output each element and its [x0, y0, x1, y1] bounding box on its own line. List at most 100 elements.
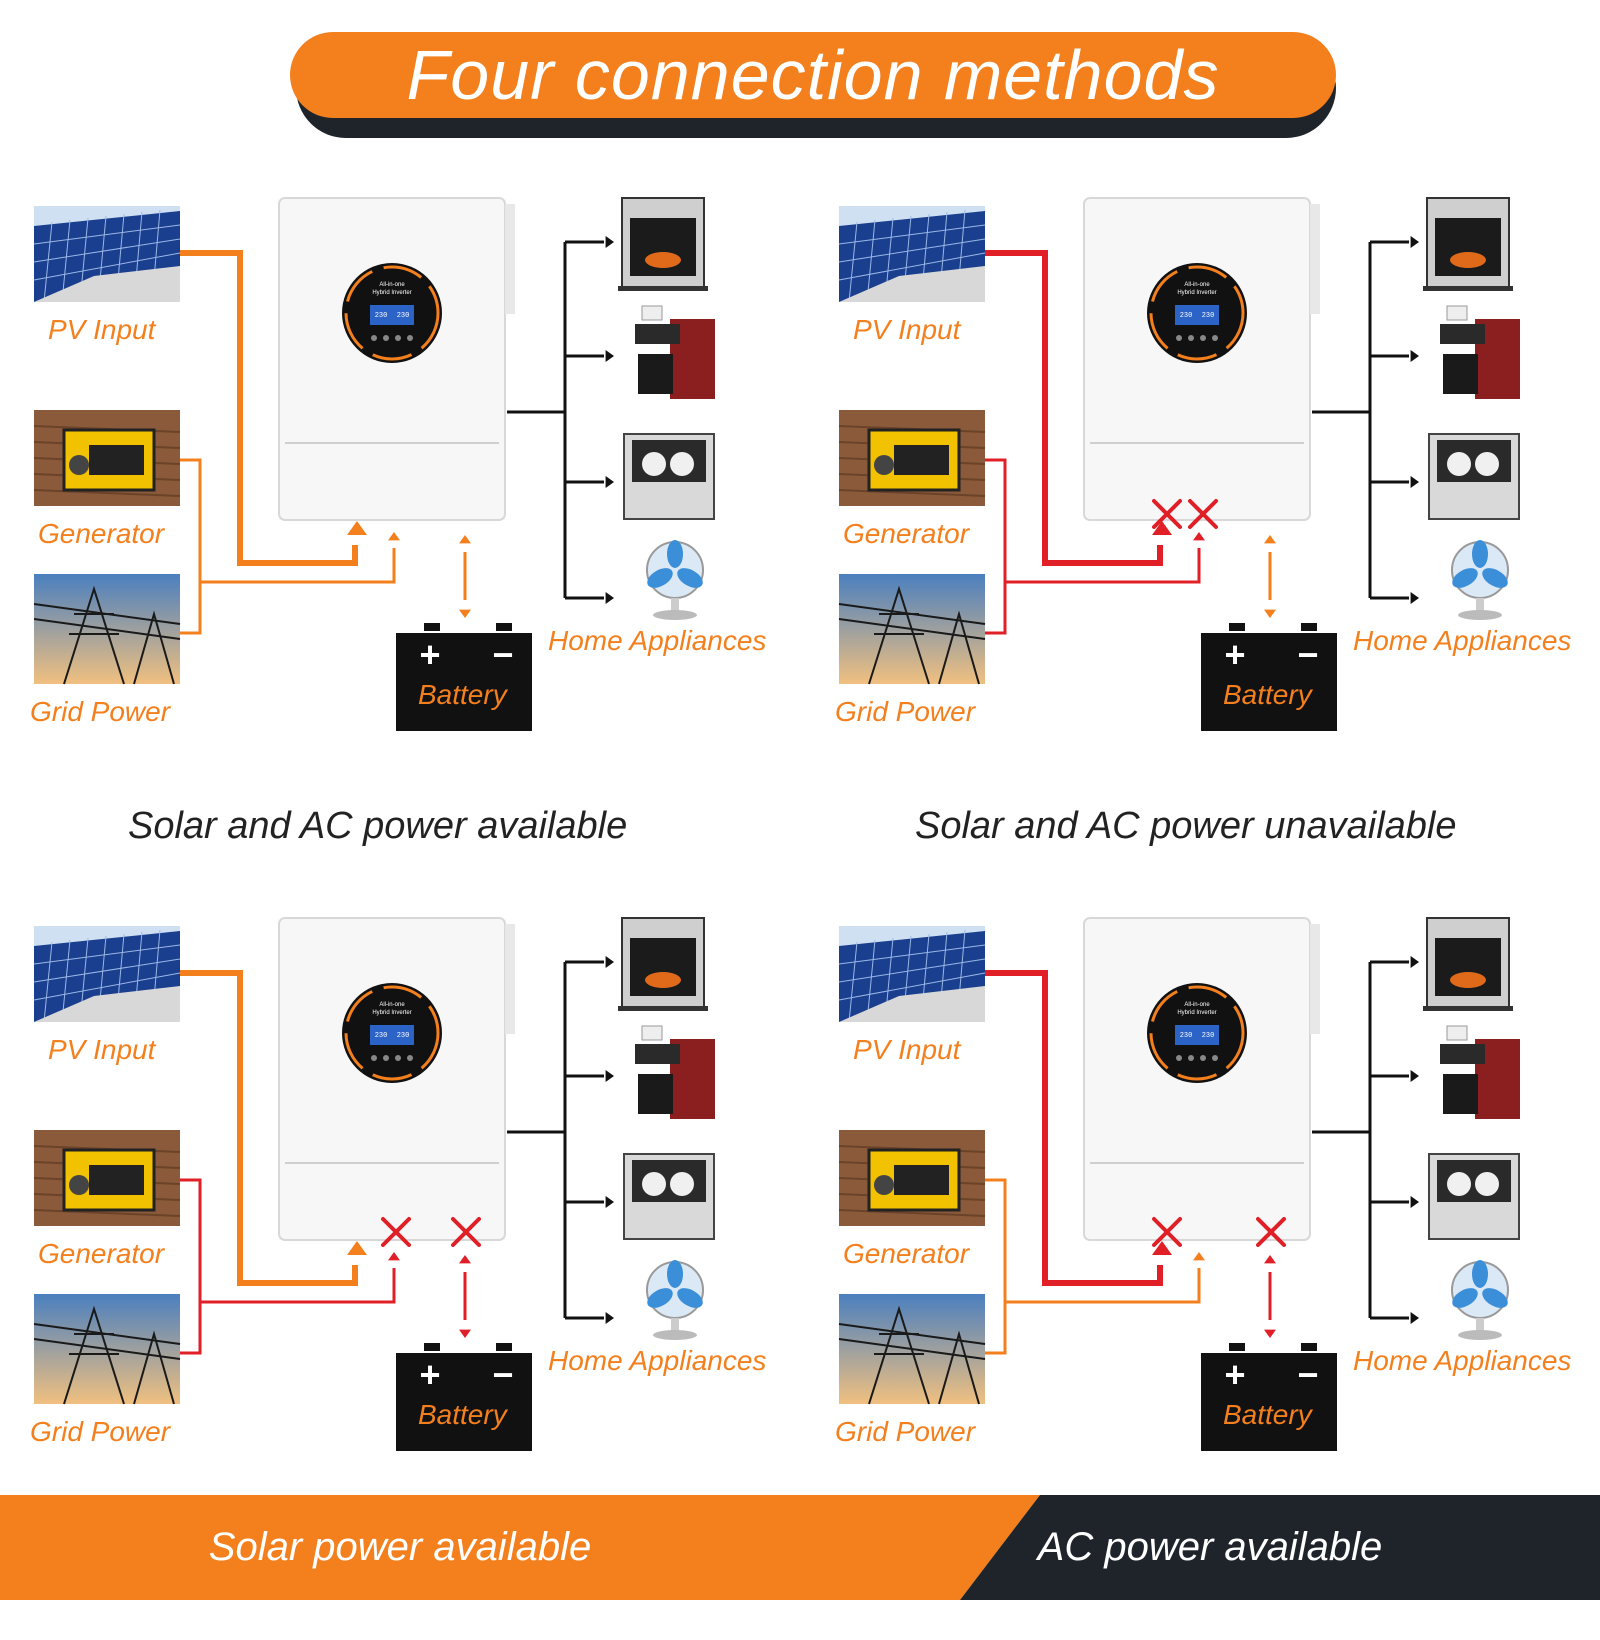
power-line [33, 1323, 181, 1345]
pv-wire [985, 970, 1163, 1286]
hybrid-inverter [278, 917, 515, 1241]
footer-orange [0, 1495, 1040, 1600]
battery-arrow-up [1264, 1255, 1276, 1264]
ac-bus-wire [985, 458, 1007, 635]
tower-left [868, 1305, 930, 1405]
pv-input-label: PV Input [48, 1034, 156, 1065]
tower-left [63, 585, 125, 685]
power-tower-icon [33, 1305, 181, 1405]
generator-tank-cap [69, 1175, 89, 1195]
battery-terminal-minus [496, 623, 512, 631]
ac-wire [200, 548, 396, 584]
tower-left [63, 1305, 125, 1405]
dishwasher-icon [623, 1153, 715, 1240]
output-arrow-head [1410, 1070, 1419, 1082]
generator-label: Generator [843, 1238, 970, 1269]
battery-arrow-down [459, 1329, 471, 1338]
solar-cells [839, 211, 985, 302]
battery-icon [396, 1343, 532, 1451]
oven-base [618, 286, 708, 291]
solar-grid-line [838, 958, 986, 983]
battery-arrow-up [1264, 535, 1276, 544]
footer-dark [960, 1495, 1600, 1600]
output-arrow-head [1410, 1196, 1419, 1208]
dishwasher-plate [1475, 452, 1499, 476]
battery-arrow-up [459, 535, 471, 544]
home-appliances-label: Home Appliances [548, 1345, 767, 1376]
solar-panel-icon [33, 929, 181, 1023]
output-arrow-head [605, 1312, 614, 1324]
battery-arrow-down [1264, 1329, 1276, 1338]
solar-grid-line [33, 238, 181, 263]
solar-cells [34, 211, 180, 302]
dishwasher-plate [670, 1172, 694, 1196]
inverter-button-icon [1188, 335, 1194, 341]
cross-stroke [1152, 499, 1182, 529]
disconnected-cross-icon [1256, 1217, 1286, 1247]
inverter-text-line1: All-in-one [379, 282, 405, 288]
power-line [33, 1338, 181, 1360]
inverter-button-icon [395, 1055, 401, 1061]
battery-arrow-up [459, 1255, 471, 1264]
coffee-machine-base [638, 1074, 673, 1114]
battery-minus-symbol: − [492, 1354, 513, 1395]
battery-minus-symbol: − [492, 634, 513, 675]
pv-input-label: PV Input [853, 314, 961, 345]
dishwasher-plate [642, 1172, 666, 1196]
coffee-machine-icon [635, 1025, 715, 1119]
coffee-machine-icon [1440, 305, 1520, 399]
inverter-button-icon [1200, 1055, 1206, 1061]
fan-base [1458, 1330, 1502, 1340]
solar-grid-line [61, 219, 71, 303]
coffee-machine-base [1443, 1074, 1478, 1114]
inverter-button-icon [371, 335, 377, 341]
pv-wire [180, 250, 358, 566]
battery-plus-symbol: + [1224, 634, 1245, 675]
output-arrow-head [1410, 476, 1419, 488]
solar-grid-line [838, 252, 986, 281]
inverter-button-icon [383, 1055, 389, 1061]
pv-arrow-head [1152, 521, 1172, 535]
solar-panel-icon [838, 209, 986, 303]
battery-terminal-plus [424, 1343, 440, 1351]
solar-grid-line [33, 224, 181, 245]
cross-stroke [1256, 1217, 1286, 1247]
inverter-orange-swirl [1149, 265, 1245, 361]
inverter-lcd-left: 230 [1180, 1032, 1193, 1040]
battery-icon [1201, 623, 1337, 731]
inverter-button-icon [1188, 1055, 1194, 1061]
title-pill [290, 32, 1336, 118]
ac-arrow-head [388, 532, 400, 541]
battery-minus-symbol: − [1297, 1354, 1318, 1395]
deck-plank [33, 1209, 181, 1217]
power-tower-icon [838, 585, 986, 685]
generator-icon [62, 428, 156, 492]
caption-top-right: Solar and AC power unavailable [915, 805, 1457, 847]
cross-stroke [1188, 499, 1218, 529]
disconnected-cross-icon [1152, 499, 1182, 529]
inverter-lcd-right: 230 [1202, 1032, 1215, 1040]
fan-base [1458, 610, 1502, 620]
battery-plus-symbol: + [419, 1354, 440, 1395]
generator-icon [62, 1148, 156, 1212]
battery-body [396, 633, 532, 731]
battery-body [1201, 633, 1337, 731]
dishwasher-plate [642, 452, 666, 476]
solar-grid-line [866, 219, 876, 303]
pv-wire [985, 250, 1163, 566]
solar-grid-line [838, 238, 986, 263]
inverter-text-line2: Hybrid Inverter [372, 290, 411, 296]
home-appliances-label: Home Appliances [548, 625, 767, 656]
solar-grid-line [33, 958, 181, 983]
fan-blade [647, 568, 673, 588]
inverter-button-icon [1200, 335, 1206, 341]
inverter-button-icon [1176, 335, 1182, 341]
pv-input-label: PV Input [48, 314, 156, 345]
inverter-button-icon [407, 335, 413, 341]
generator-panel [89, 445, 144, 475]
grid-power-label: Grid Power [30, 1416, 171, 1447]
